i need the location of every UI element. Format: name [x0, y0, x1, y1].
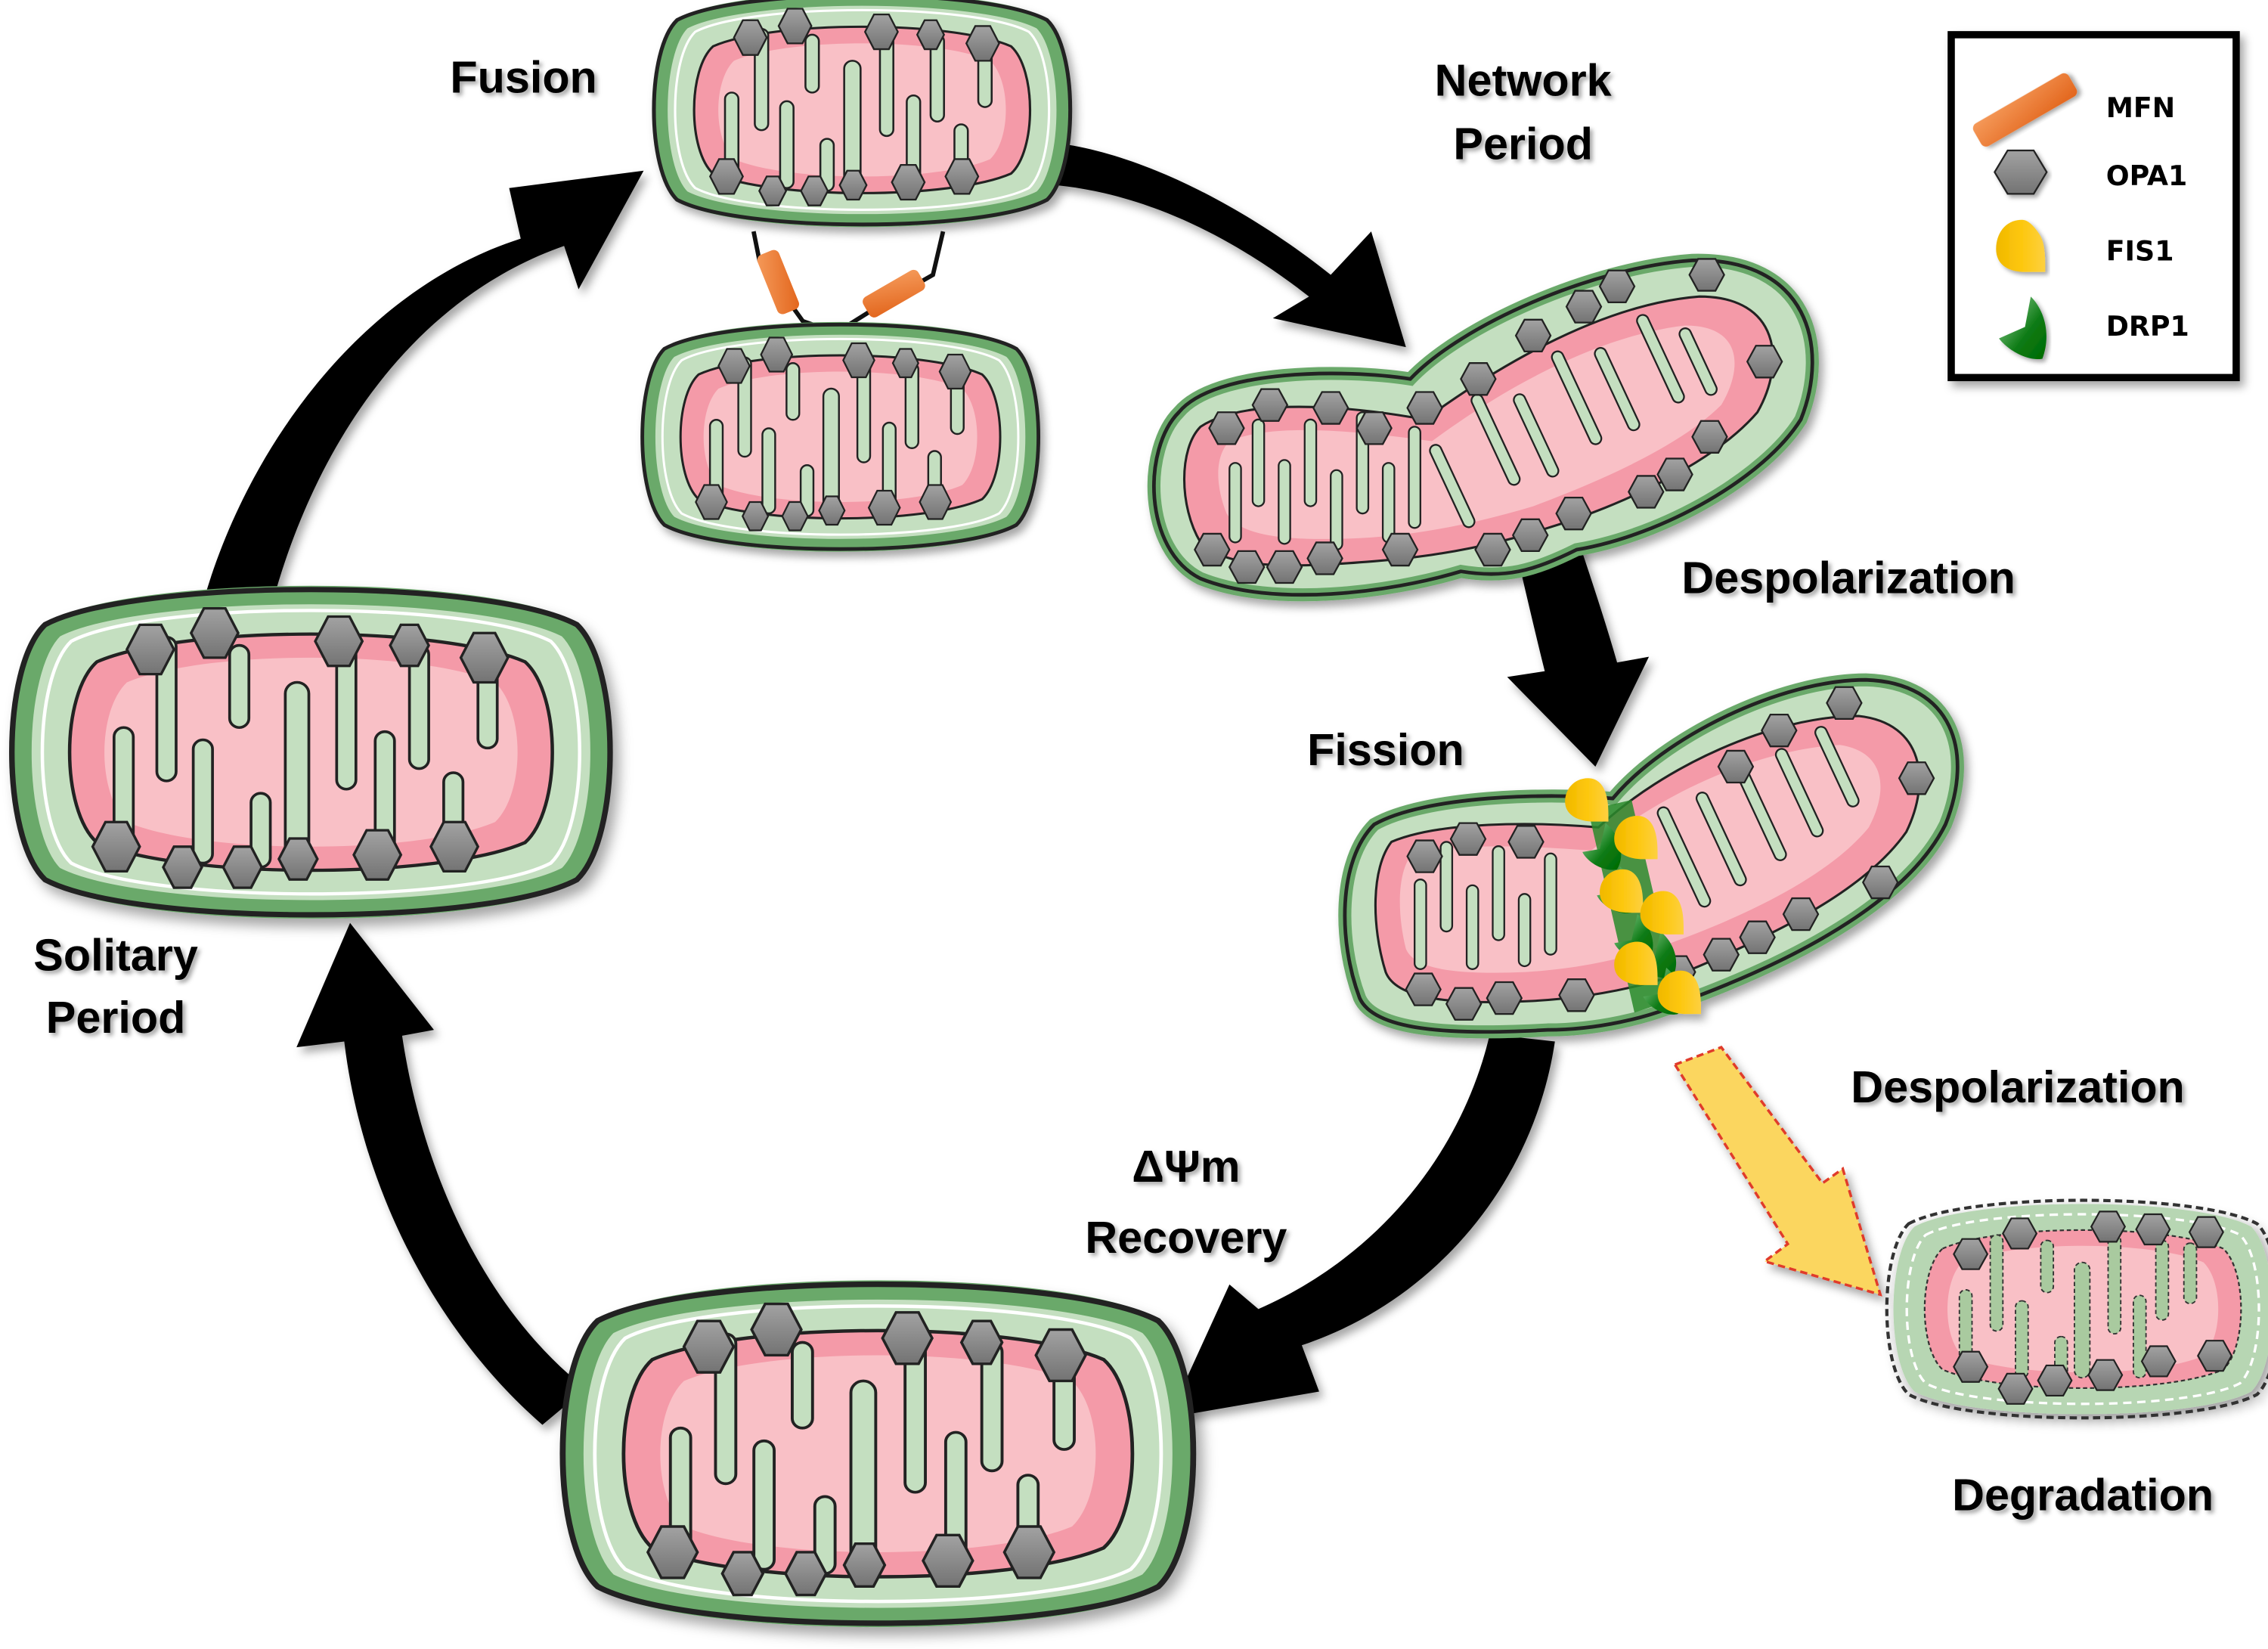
- mitochondrion-recovery: [562, 1285, 1193, 1623]
- drp1-crescent-icon: [1999, 296, 2046, 360]
- label-degradation: Degradation: [1952, 1469, 2214, 1520]
- label-solitary-line2: Period: [46, 992, 186, 1043]
- label-despolarization-2: Despolarization: [1851, 1062, 2185, 1112]
- legend-item-opa1: OPA1: [1994, 149, 2188, 195]
- mfn-protein: [757, 250, 799, 315]
- mitochondrion-fusion-top: [654, 0, 1070, 225]
- label-solitary-line1: Solitary: [33, 930, 198, 981]
- legend-label-mfn: MFN: [2106, 91, 2175, 124]
- cycle-arrows: [202, 144, 1882, 1425]
- mfn-protein: [863, 269, 925, 318]
- legend-item-fis1: FIS1: [1996, 219, 2174, 272]
- mitochondrion-degradation: [1885, 1198, 2268, 1420]
- arrow-solitary-to-fusion: [202, 170, 644, 605]
- mitochondrion-network: [1147, 253, 1819, 602]
- legend-item-mfn: MFN: [1972, 73, 2175, 147]
- opa1-hexagon-icon: [1994, 149, 2048, 195]
- arrow-fission-to-degradation: [1672, 1046, 1882, 1297]
- arrow-fusion-to-network: [1055, 144, 1406, 348]
- mfn-tether: [751, 231, 946, 336]
- legend-label-opa1: OPA1: [2106, 160, 2188, 192]
- mfn-bar-icon: [1972, 73, 2077, 147]
- label-fission: Fission: [1307, 724, 1464, 775]
- label-recovery-line2: Recovery: [1085, 1212, 1287, 1263]
- mitochondrion-solitary: [12, 590, 610, 915]
- fis1-drop-icon: [1996, 219, 2046, 272]
- legend: MFN OPA1 FIS1 DRP1: [1947, 31, 2240, 382]
- drp1-fis1-ring: [1565, 778, 1701, 1015]
- legend-label-drp1: DRP1: [2106, 310, 2189, 343]
- arrow-recovery-to-solitary: [296, 922, 586, 1425]
- legend-item-drp1: DRP1: [1999, 296, 2189, 360]
- label-despolarization-1: Despolarization: [1681, 552, 2015, 603]
- mitochondrion-fission: [1338, 673, 1964, 1039]
- stage-labels: Fusion Network Period Despolarization Fi…: [33, 51, 2214, 1520]
- label-fusion: Fusion: [450, 51, 596, 102]
- label-network-period-line2: Period: [1453, 118, 1593, 169]
- arrow-fission-to-recovery: [1168, 1034, 1555, 1418]
- label-recovery-line1: ΔΨm: [1132, 1141, 1240, 1192]
- arrow-network-to-fission: [1507, 535, 1650, 767]
- mitochondrion-fusion-bottom: [643, 324, 1039, 549]
- label-network-period-line1: Network: [1435, 54, 1613, 105]
- legend-label-fis1: FIS1: [2106, 234, 2174, 267]
- legend-box: [1947, 31, 2240, 382]
